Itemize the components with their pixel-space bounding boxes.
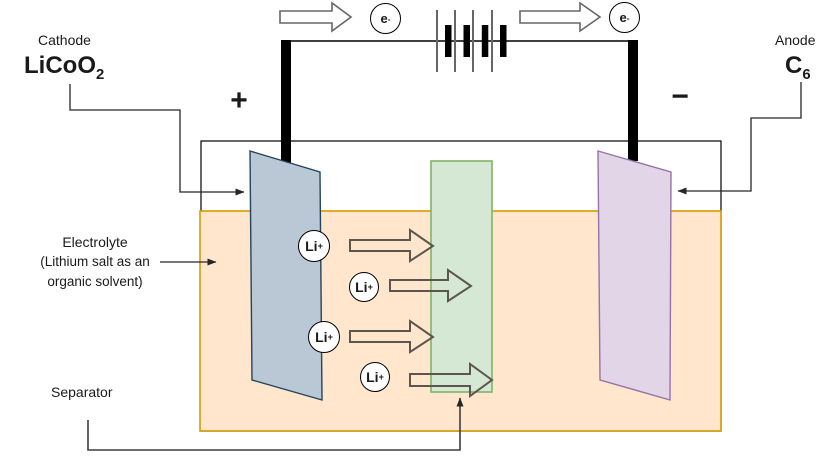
- li-ion-symbol: Li: [315, 329, 328, 345]
- battery-short-plate: [500, 25, 507, 57]
- electron-symbol: e: [380, 11, 388, 26]
- anode-electrode-plate: [597, 150, 672, 401]
- cathode-terminal-bar: [281, 40, 291, 163]
- li-ion-badge-4: Li+: [360, 362, 390, 392]
- electrolyte-sublabel-line2: organic solvent): [47, 274, 143, 289]
- anode-label: Anode: [775, 32, 816, 48]
- separator-membrane: [430, 160, 493, 393]
- anode-formula-base: C: [785, 52, 803, 79]
- cathode-electrode-plate: [249, 150, 323, 401]
- electrolyte-label: Electrolyte: [62, 234, 128, 250]
- battery-symbol: [436, 10, 507, 72]
- anode-terminal-bar: [628, 40, 638, 161]
- electron-symbol: e: [619, 10, 627, 25]
- li-ion-symbol: Li: [366, 369, 379, 385]
- li-ion-badge-1: Li+: [298, 230, 330, 262]
- battery-short-plate: [481, 25, 489, 57]
- minus-sign: −: [671, 80, 689, 113]
- separator-pointer-line: [87, 397, 464, 451]
- battery-short-plate: [445, 25, 452, 57]
- li-ion-arrow-1: [349, 228, 435, 263]
- li-ion-badge-3: Li+: [308, 321, 340, 353]
- electrolyte-label-block: Electrolyte (Lithium salt as an organic …: [20, 232, 170, 292]
- cathode-formula: LiCoO2: [24, 52, 104, 83]
- plus-sign: +: [230, 84, 248, 117]
- cathode-formula-base: LiCoO: [24, 52, 96, 79]
- cathode-pointer-line: [69, 84, 245, 196]
- li-ion-arrow-4: [409, 362, 494, 398]
- li-ion-arrow-2: [389, 268, 473, 303]
- electrolyte-sublabel-line1: (Lithium salt as an: [40, 254, 150, 269]
- separator-label: Separator: [51, 384, 113, 400]
- anode-formula: C6: [785, 52, 811, 83]
- anode-pointer-line: [677, 82, 802, 195]
- electron-flow-arrow-left: [279, 1, 353, 33]
- electron-badge-left: e-: [370, 3, 401, 34]
- battery-short-plate: [463, 25, 470, 57]
- cathode-label: Cathode: [38, 32, 91, 48]
- li-ion-arrow-3: [349, 319, 435, 354]
- li-ion-badge-2: Li+: [349, 272, 379, 302]
- electron-flow-arrow-right: [519, 1, 602, 33]
- li-ion-symbol: Li: [355, 279, 368, 295]
- li-ion-symbol: Li: [305, 238, 318, 254]
- electron-badge-right: e-: [609, 2, 640, 33]
- cathode-formula-subscript: 2: [96, 66, 105, 83]
- anode-formula-subscript: 6: [802, 66, 811, 83]
